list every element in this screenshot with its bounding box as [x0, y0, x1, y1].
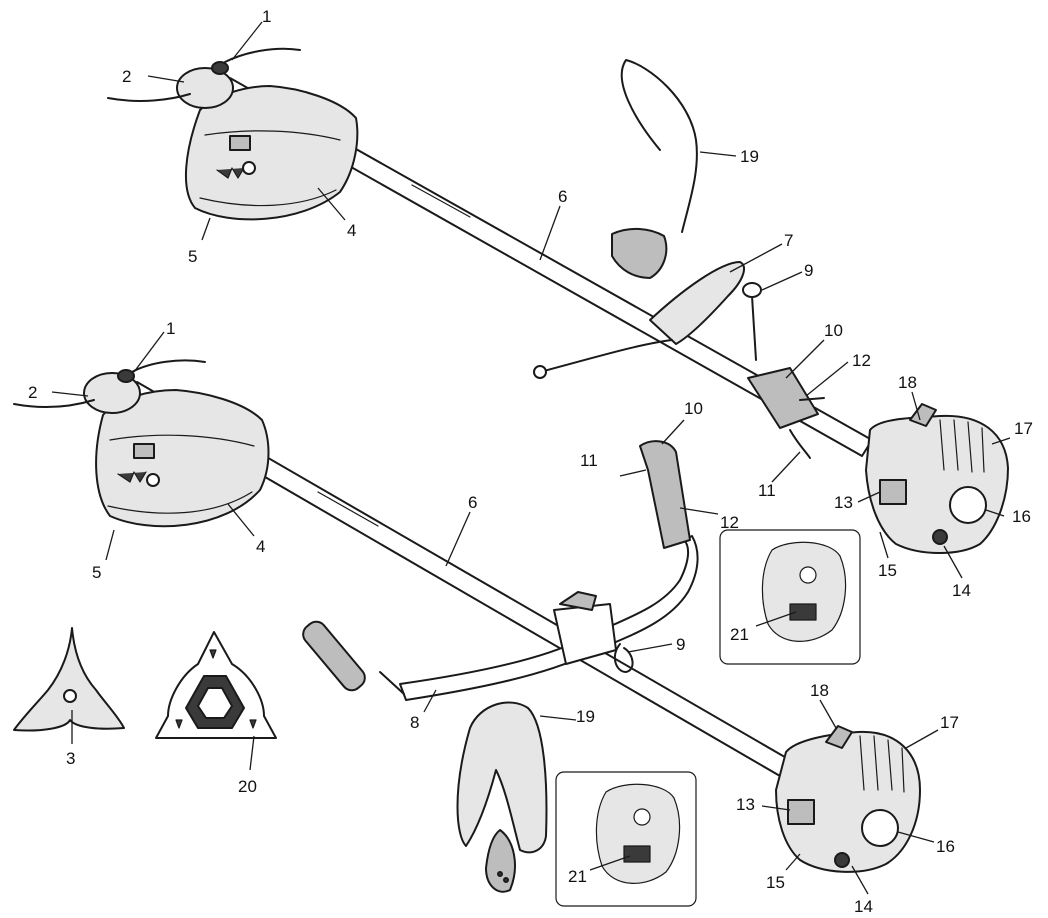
callout-17-bottom: 17	[940, 713, 959, 732]
callout-20: 20	[238, 777, 257, 796]
callout-5-bottom: 5	[92, 563, 101, 582]
blade-center-hole	[63, 689, 77, 703]
callout-4-top: 4	[347, 221, 356, 240]
callout-14-top: 14	[952, 581, 971, 600]
bottom-trimmer-guard	[95, 389, 270, 528]
callout-19-bottom: 19	[576, 707, 595, 726]
top-shaft-label	[411, 184, 471, 218]
top-loop-handle	[649, 261, 745, 345]
callout-16-top: 16	[1012, 507, 1031, 526]
callout-14-bottom: 14	[854, 897, 873, 916]
callout-9-top: 9	[804, 261, 813, 280]
callout-18-top: 18	[898, 373, 917, 392]
bottom-throttle-handle	[639, 440, 691, 549]
bottom-shaft-label	[317, 491, 379, 527]
top-brushcutter	[107, 47, 1009, 665]
callout-10-bottom: 10	[684, 399, 703, 418]
callout-6-top: 6	[558, 187, 567, 206]
callout-2-top: 2	[122, 67, 131, 86]
callout-15-bottom: 15	[766, 873, 785, 892]
bottom-left-grip	[302, 620, 366, 692]
callout-10-top: 10	[824, 321, 843, 340]
callout-13-bottom: 13	[736, 795, 755, 814]
callout-7-top: 7	[784, 231, 793, 250]
callout-8-bottom: 8	[410, 713, 419, 732]
callouts-blades: 3 20	[66, 749, 257, 796]
callout-4-bottom: 4	[256, 537, 265, 556]
callout-15-top: 15	[878, 561, 897, 580]
bottom-brushcutter	[13, 359, 921, 907]
leader-lines	[51, 21, 1011, 895]
bottom-harness	[456, 701, 548, 854]
top-harness-hook	[751, 295, 757, 361]
top-trimmer-head	[176, 67, 234, 109]
top-cutting-line	[107, 93, 191, 102]
callout-12-bottom: 12	[720, 513, 739, 532]
callout-11-bottom: 11	[580, 451, 598, 470]
callout-12-top: 12	[852, 351, 871, 370]
callout-18-bottom: 18	[810, 681, 829, 700]
callout-16-bottom: 16	[936, 837, 955, 856]
callout-19-top: 19	[740, 147, 759, 166]
top-throttle-handle	[747, 367, 819, 429]
callout-13-top: 13	[834, 493, 853, 512]
callout-5-top: 5	[188, 247, 197, 266]
top-trimmer-guard	[185, 85, 359, 221]
callout-6-bottom: 6	[468, 493, 477, 512]
top-shoulder-strap	[620, 59, 698, 233]
bottom-cutting-line	[13, 399, 95, 408]
callouts-top: 1 2 4 5 6 7 9 10 12 11 18 17 13 16 15 14…	[122, 7, 1033, 644]
three-tooth-blade	[13, 627, 125, 732]
callout-1-bottom: 1	[166, 319, 175, 338]
callout-11-top: 11	[758, 481, 776, 500]
callout-17-top: 17	[1014, 419, 1033, 438]
callout-1-top: 1	[262, 7, 271, 26]
callout-9-bottom: 9	[676, 635, 685, 654]
callout-3: 3	[66, 749, 75, 768]
bottom-engine	[775, 725, 921, 873]
plastic-blade-disc	[155, 631, 277, 739]
top-engine	[865, 403, 1009, 554]
bottom-harness-hook	[613, 643, 634, 673]
callout-21-top: 21	[730, 625, 749, 644]
callout-21-bottom: 21	[568, 867, 587, 886]
callout-2-bottom: 2	[28, 383, 37, 402]
callouts-bottom: 1 2 4 5 6 10 11 12 9 8 19 18 17 13 16 15…	[28, 319, 959, 916]
